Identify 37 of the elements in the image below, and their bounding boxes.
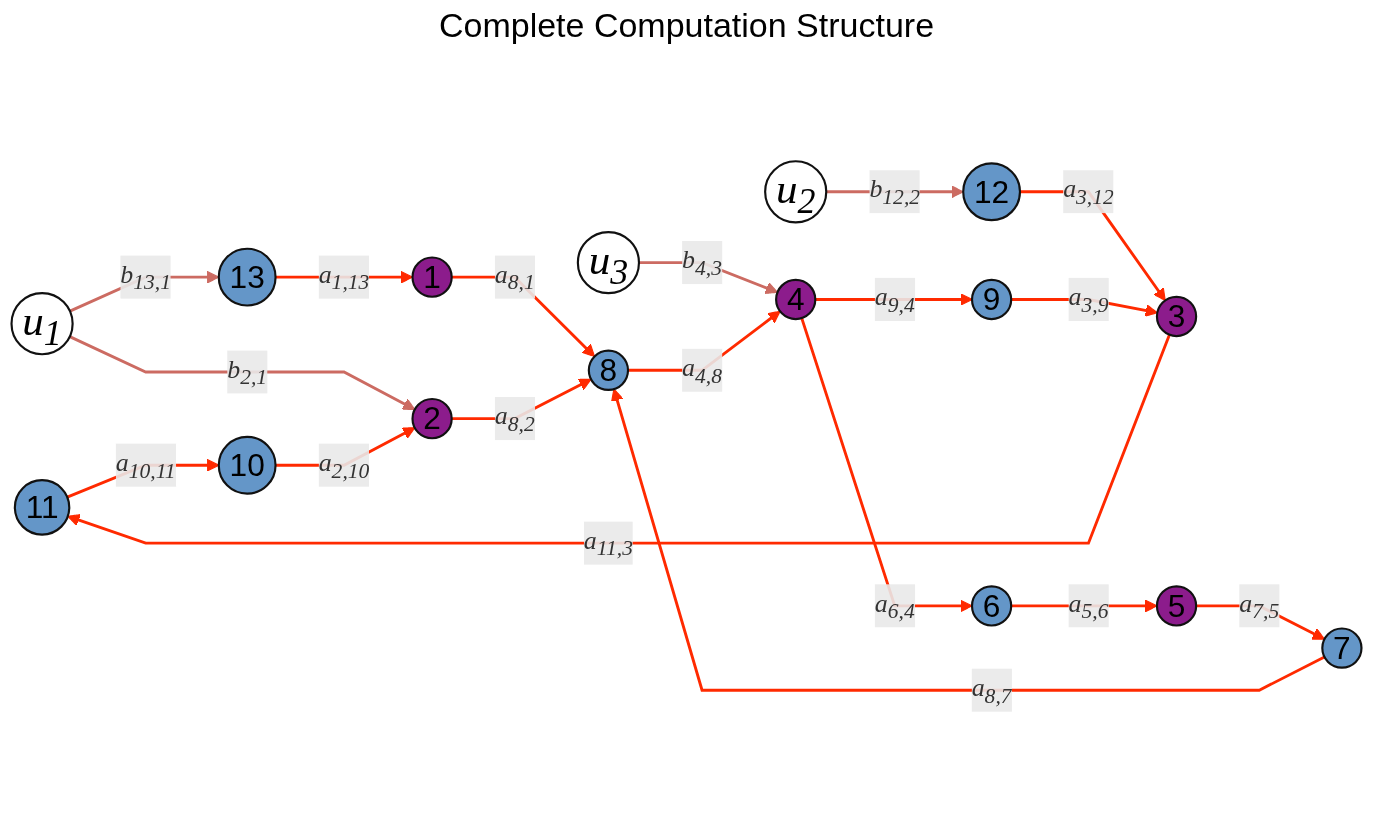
node-circle: 4 bbox=[775, 279, 817, 321]
node-circle: 12 bbox=[962, 162, 1022, 222]
node-circle: u$_{2}$ bbox=[764, 160, 828, 224]
edge-label: a$_{8,2}$ bbox=[494, 401, 535, 436]
edge-label: b$_{12,2}$ bbox=[869, 174, 921, 209]
edge-label: a$_{9,4}$ bbox=[874, 282, 915, 317]
node-circle: 1 bbox=[411, 256, 453, 299]
diagram-title: Complete Computation Structure bbox=[437, 6, 936, 45]
edge-label: a$_{4,8}$ bbox=[682, 353, 723, 388]
node-circle: 8 bbox=[587, 349, 630, 392]
edge-label: a$_{3,9}$ bbox=[1068, 282, 1109, 317]
node-circle: 7 bbox=[1321, 627, 1363, 670]
edge-label: a$_{11,3}$ bbox=[583, 526, 633, 561]
edge-label: a$_{6,4}$ bbox=[874, 588, 915, 623]
edge-label: b$_{4,3}$ bbox=[682, 245, 723, 280]
edge-label: b$_{2,1}$ bbox=[227, 355, 268, 389]
edge-label: a$_{3,12}$ bbox=[1063, 174, 1114, 209]
edge-label: a$_{10,11}$ bbox=[115, 448, 176, 483]
edge-label: a$_{7,5}$ bbox=[1239, 588, 1280, 623]
node-circle: 11 bbox=[13, 479, 71, 536]
arrow bbox=[69, 335, 416, 411]
edge-label: a$_{1,13}$ bbox=[318, 260, 370, 295]
node-circle: 13 bbox=[217, 247, 277, 307]
node-circle: 5 bbox=[1155, 585, 1198, 627]
edge-label: a$_{5,6}$ bbox=[1068, 588, 1109, 623]
edge-label: a$_{8,7}$ bbox=[971, 673, 1012, 708]
edge-label: b$_{13,1}$ bbox=[120, 260, 172, 295]
edge-label: a$_{2,10}$ bbox=[318, 448, 370, 483]
node-circle: 3 bbox=[1155, 296, 1198, 338]
node-circle: u$_{3}$ bbox=[576, 231, 641, 295]
node-circle: 2 bbox=[411, 398, 453, 440]
node-circle: 6 bbox=[970, 585, 1013, 627]
edge-label: a$_{8,1}$ bbox=[494, 260, 535, 295]
node-circle: 9 bbox=[970, 279, 1013, 321]
arrow bbox=[800, 317, 973, 613]
node-circle: 10 bbox=[217, 436, 277, 495]
node-circle: u$_{1}$ bbox=[10, 292, 74, 356]
